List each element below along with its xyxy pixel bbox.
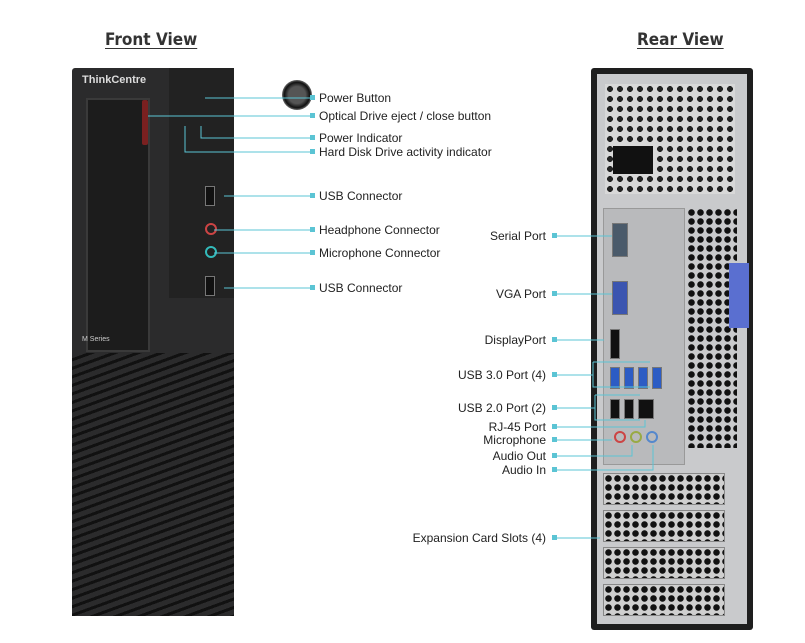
side-vent	[687, 208, 737, 448]
label-audio-out: Audio Out	[492, 449, 546, 463]
label-usb3: USB 3.0 Port (4)	[457, 368, 546, 382]
front-callouts	[148, 97, 313, 289]
rear-view-title: Rear View	[637, 30, 724, 50]
label-power-button: Power Button	[319, 91, 392, 105]
mic-jack	[614, 431, 626, 443]
audio-in-jack	[646, 431, 658, 443]
brand-logo: ThinkCentre	[82, 74, 147, 86]
blue-latch	[729, 263, 749, 328]
expansion-slot	[603, 584, 725, 616]
label-hdd-indicator: Hard Disk Drive activity indicator	[319, 145, 492, 159]
front-panel	[169, 68, 312, 298]
usb3-port	[652, 367, 662, 389]
label-expansion-slots: Expansion Card Slots (4)	[412, 531, 546, 545]
rear-callouts	[554, 235, 654, 539]
optical-drive	[86, 98, 150, 352]
audio-out-jack	[630, 431, 642, 443]
io-panel	[603, 208, 685, 465]
microphone-jack	[205, 246, 217, 258]
front-grille	[72, 353, 234, 616]
vga-port-graphic	[612, 281, 628, 315]
usb2-port	[610, 399, 620, 419]
label-microphone-front: Microphone Connector	[319, 246, 441, 260]
label-optical-eject: Optical Drive eject / close button	[319, 109, 492, 123]
label-displayport: DisplayPort	[484, 333, 546, 347]
rear-tower-image	[591, 68, 753, 630]
displayport-graphic	[610, 329, 620, 359]
label-audio-in: Audio In	[501, 463, 546, 477]
usb3-port	[610, 367, 620, 389]
series-label: M Series	[82, 336, 110, 343]
eject-button	[142, 100, 148, 145]
rj45-port-graphic	[638, 399, 654, 419]
label-usb2: USB 2.0 Port (2)	[457, 401, 546, 415]
usb3-port	[624, 367, 634, 389]
callout-markers	[310, 95, 557, 540]
usb-port	[205, 186, 215, 206]
expansion-slot	[603, 473, 725, 505]
label-rj45: RJ-45 Port	[488, 420, 546, 434]
serial-port-graphic	[612, 223, 628, 257]
label-usb-connector-2: USB Connector	[319, 189, 403, 203]
usb3-port	[638, 367, 648, 389]
label-power-indicator: Power Indicator	[319, 131, 403, 145]
power-button-graphic	[282, 80, 312, 110]
label-serial-port: Serial Port	[489, 229, 546, 243]
expansion-slot	[603, 547, 725, 579]
front-tower-image: ThinkCentre M Series	[72, 68, 312, 616]
label-headphone: Headphone Connector	[319, 223, 440, 237]
label-vga-port: VGA Port	[495, 287, 546, 301]
headphone-jack	[205, 223, 217, 235]
psu-vent	[605, 84, 735, 194]
usb-port	[205, 276, 215, 296]
power-socket	[613, 146, 653, 174]
usb2-port	[624, 399, 634, 419]
expansion-slot	[603, 510, 725, 542]
label-usb-connector-1: USB Connector	[319, 281, 403, 295]
front-view-title: Front View	[105, 30, 198, 50]
label-microphone-rear: Microphone	[483, 433, 546, 447]
